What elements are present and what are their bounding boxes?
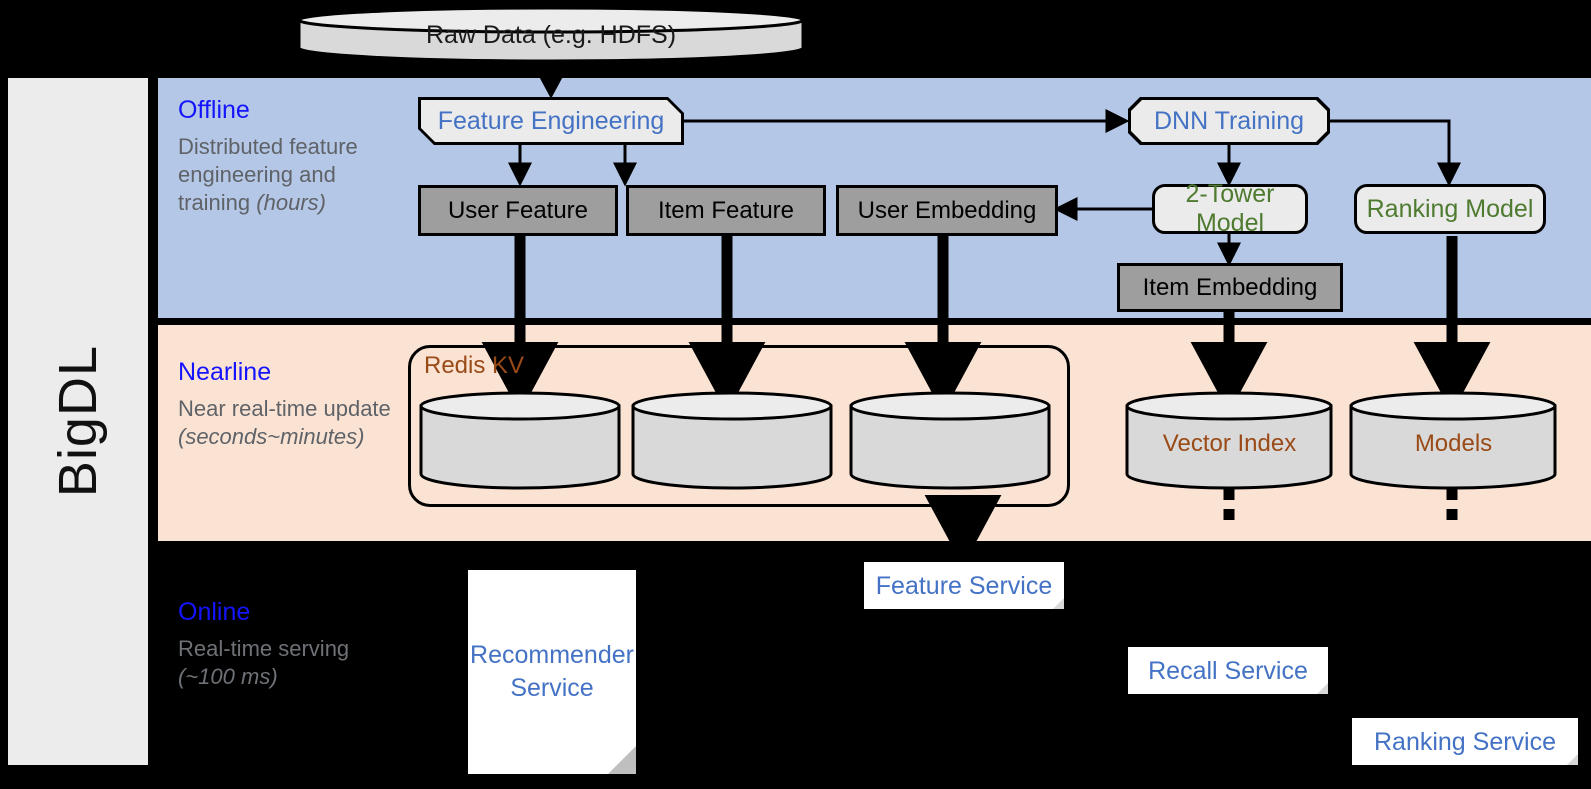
recall-service-card[interactable]: Recall Service <box>1128 647 1328 694</box>
redis-store-3-cylinder[interactable] <box>848 390 1053 490</box>
bigdl-sidebar: BigDL <box>8 78 148 765</box>
item-embedding-node[interactable]: Item Embedding <box>1117 263 1343 312</box>
nearline-desc-text: Near real-time update <box>178 396 391 421</box>
feature-service-card[interactable]: Feature Service <box>864 562 1064 609</box>
dnn-training-label: DNN Training <box>1131 100 1327 142</box>
ranking-model-node[interactable]: Ranking Model <box>1354 184 1546 234</box>
offline-title: Offline <box>178 96 250 124</box>
bigdl-label: BigDL <box>48 345 108 498</box>
page-fold-icon <box>608 746 636 774</box>
nearline-desc: Near real-time update (seconds~minutes) <box>178 395 408 451</box>
page-fold-icon <box>1567 754 1578 765</box>
recommender-service-card[interactable]: Recommender Service <box>468 570 636 774</box>
nearline-desc-italic: (seconds~minutes) <box>178 424 365 450</box>
feature-engineering-label: Feature Engineering <box>421 100 681 142</box>
page-fold-icon <box>1053 598 1064 609</box>
online-title: Online <box>178 598 251 626</box>
offline-desc-text: Distributed feature engineering and trai… <box>178 134 358 216</box>
ranking-service-card[interactable]: Ranking Service <box>1352 718 1578 765</box>
redis-kv-label: Redis KV <box>424 352 525 379</box>
online-caption: Online Real-time serving (~100 ms) <box>178 598 408 691</box>
redis-store-1-cylinder[interactable] <box>418 390 623 490</box>
raw-data-cylinder: Raw Data (e.g. HDFS) <box>296 6 806 63</box>
user-feature-node[interactable]: User Feature <box>418 185 618 236</box>
item-embedding-label: Item Embedding <box>1142 273 1318 301</box>
ranking-service-label: Ranking Service <box>1373 727 1557 756</box>
recommender-service-label: Recommender Service <box>470 641 634 702</box>
item-feature-label: Item Feature <box>657 196 795 224</box>
nearline-caption: Nearline Near real-time update (seconds~… <box>178 358 408 451</box>
offline-desc: Distributed feature engineering and trai… <box>178 133 408 217</box>
feature-service-label: Feature Service <box>875 571 1053 600</box>
redis-store-2-cylinder[interactable] <box>630 390 835 490</box>
two-tower-model-node[interactable]: 2-Tower Model <box>1152 180 1308 237</box>
feature-engineering-node[interactable]: Feature Engineering <box>418 97 684 145</box>
user-embedding-label: User Embedding <box>857 196 1037 224</box>
recall-service-label: Recall Service <box>1148 656 1308 685</box>
online-desc-italic: (~100 ms) <box>178 664 278 690</box>
nearline-title: Nearline <box>178 358 272 386</box>
offline-desc-italic: (hours) <box>256 190 326 216</box>
item-feature-node[interactable]: Item Feature <box>626 185 826 236</box>
offline-caption: Offline Distributed feature engineering … <box>178 96 408 217</box>
redis-kv-group <box>408 345 1070 507</box>
two-tower-model-label: 2-Tower Model <box>1185 180 1275 237</box>
online-desc: Real-time serving (~100 ms) <box>178 635 408 691</box>
page-fold-icon <box>1317 683 1328 694</box>
vector-index-cylinder[interactable]: Vector Index <box>1124 390 1335 490</box>
dnn-training-node[interactable]: DNN Training <box>1128 97 1330 145</box>
ranking-model-label: Ranking Model <box>1366 194 1534 223</box>
online-desc-text: Real-time serving <box>178 636 350 661</box>
user-embedding-node[interactable]: User Embedding <box>836 185 1058 236</box>
models-cylinder[interactable]: Models <box>1348 390 1559 490</box>
user-feature-label: User Feature <box>447 196 589 224</box>
